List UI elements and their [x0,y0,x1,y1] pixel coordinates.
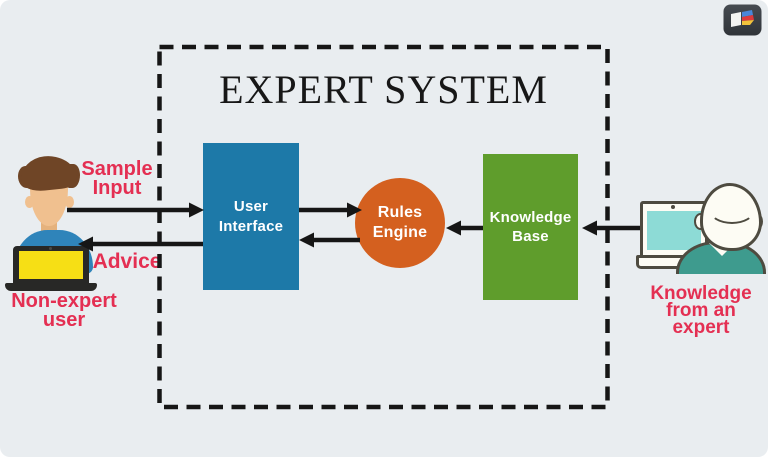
monitor-camera-dot [671,205,675,209]
user-interface-node: User Interface [203,143,299,290]
rules-engine-node: Rules Engine [355,178,445,268]
left-ear [25,196,34,208]
laptop-screen-frame [13,246,89,283]
rules-to-ui-arrow [299,232,360,248]
expert-illustration [636,183,766,274]
non-expert-user-label: Non-expert user [11,290,117,331]
laptop-base [5,283,97,291]
right-ear [65,196,74,208]
expert-hair-fringe [709,196,755,224]
ui-to-rules-arrow [299,202,362,218]
open-book-logo-icon [723,4,762,36]
monitor-screen [647,211,701,250]
laptop-yellow-display [19,251,83,279]
laptop-camera-dot [49,247,52,250]
expert-to-kb-arrow [582,220,640,236]
knowledge-base-node: Knowledge Base [483,154,578,300]
kb-to-rules-arrow [446,220,483,236]
sample-input-label: Sample Input [81,158,153,199]
advice-label: Advice [92,250,162,273]
diagram-title: EXPERT SYSTEM [219,67,548,112]
expert-head [700,183,762,251]
knowledge-from-expert-label: Knowledge from an expert [650,283,752,338]
